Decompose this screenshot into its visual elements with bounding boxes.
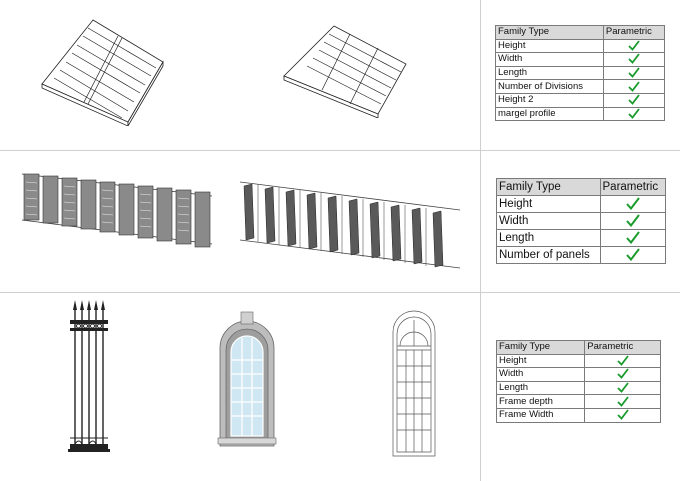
checkmark-icon: [626, 248, 640, 261]
header-parametric: Parametric: [599, 178, 666, 196]
row-label: Length: [495, 65, 604, 81]
checkmark-icon: [628, 108, 640, 119]
row-label: Height 2: [495, 92, 604, 108]
row-divider-1: [0, 150, 680, 151]
row-divider-2: [0, 292, 680, 293]
row-label: Frame Width: [495, 407, 586, 423]
table-row: Number of panels: [496, 246, 666, 264]
row-label: margel profile: [495, 106, 604, 122]
table-row: Length: [495, 380, 661, 396]
louver-panels-open-image: [238, 178, 463, 270]
parameter-table-3: Family Type Parametric Height Width Leng…: [495, 340, 661, 423]
header-family-type: Family Type: [495, 340, 586, 355]
table-row: Height: [495, 353, 661, 369]
row-check: [584, 407, 661, 423]
table-row: Frame Width: [495, 407, 661, 423]
checkmark-icon: [626, 231, 640, 244]
checkmark-icon: [616, 368, 629, 380]
row-label: Height: [496, 195, 601, 213]
row-label: Width: [496, 212, 601, 230]
table-row: Number of Divisions: [495, 79, 666, 94]
row-label: Height: [495, 353, 586, 369]
parameter-table-2: Family Type Parametric Height Width Leng…: [496, 178, 666, 264]
row-label: Width: [495, 367, 586, 382]
checkmark-icon: [628, 67, 640, 78]
row-label: Height: [495, 38, 604, 54]
table-row: margel profile: [495, 106, 666, 122]
parameter-table-1: Family Type Parametric Height Width Leng…: [495, 25, 666, 122]
louver-panels-closed-image: [20, 168, 215, 248]
column-divider: [480, 0, 481, 481]
checkmark-icon: [626, 214, 640, 227]
table-row: Height: [496, 195, 666, 213]
row-check: [602, 52, 666, 67]
table-row: Width: [495, 367, 661, 382]
row-label: Length: [496, 229, 601, 247]
checkmark-icon: [626, 197, 640, 210]
table-row: Length: [496, 229, 666, 247]
row-check: [599, 229, 666, 247]
table-row: Height: [495, 38, 666, 54]
checkmark-icon: [628, 53, 640, 65]
row-label: Width: [495, 52, 604, 67]
row-label: Length: [495, 380, 586, 396]
checkmark-icon: [628, 40, 640, 51]
row-check: [599, 195, 666, 213]
table-row: Width: [496, 212, 666, 230]
row-check: [602, 79, 666, 94]
checkmark-icon: [616, 355, 629, 366]
row-check: [584, 380, 661, 396]
checkmark-icon: [616, 382, 629, 393]
row-check: [584, 394, 661, 409]
checkmark-icon: [628, 81, 640, 92]
table-row: Length: [495, 65, 666, 81]
row-check: [602, 106, 666, 122]
row-check: [602, 38, 666, 54]
arched-window-image: [214, 308, 280, 448]
table-row: Height 2: [495, 92, 666, 108]
header-family-type: Family Type: [496, 178, 601, 196]
row-check: [584, 367, 661, 382]
row-label: Number of panels: [496, 246, 601, 264]
table-row: Width: [495, 52, 666, 67]
header-family-type: Family Type: [495, 25, 604, 40]
checkmark-icon: [628, 94, 640, 106]
frame-model-2-image: [282, 24, 410, 118]
row-check: [599, 212, 666, 230]
checkmark-icon: [616, 409, 629, 421]
header-parametric: Parametric: [602, 25, 666, 40]
header-parametric: Parametric: [584, 340, 661, 355]
arched-window-outline-image: [390, 306, 438, 458]
checkmark-icon: [616, 396, 629, 407]
row-check: [584, 353, 661, 369]
table-row: Frame depth: [495, 394, 661, 409]
row-label: Frame depth: [495, 394, 586, 409]
iron-gate-image: [66, 298, 112, 456]
frame-model-1-image: [38, 18, 168, 126]
row-check: [599, 246, 666, 264]
row-label: Number of Divisions: [495, 79, 604, 94]
row-check: [602, 65, 666, 81]
row-check: [602, 92, 666, 108]
